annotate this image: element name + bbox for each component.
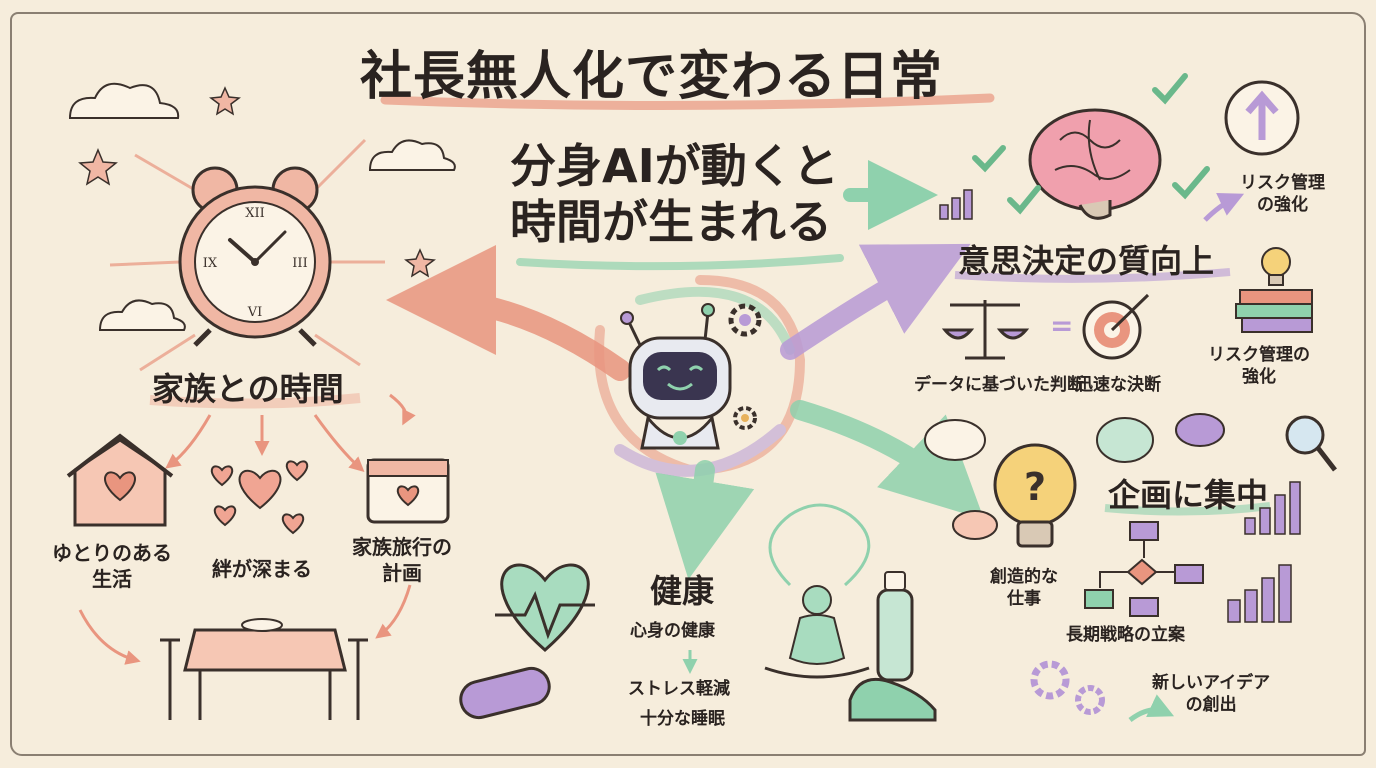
equals-sign: =	[1050, 309, 1073, 342]
star-decoration	[78, 86, 436, 278]
hero-message: 分身AIが動くと 時間が生まれる	[510, 138, 839, 250]
family-underline	[149, 393, 361, 409]
alarm-clock-icon: XII III VI IX	[109, 138, 385, 372]
gear-icon	[1030, 660, 1070, 700]
bar-chart-icon	[939, 189, 973, 220]
flowchart-icon	[1084, 521, 1204, 617]
svg-text:XII: XII	[245, 206, 265, 221]
decision-heading: 意思決定の質向上	[958, 242, 1215, 280]
svg-text:IX: IX	[203, 256, 218, 271]
svg-text:III: III	[292, 256, 307, 271]
data-judgment-label: データに基づいた判断	[914, 375, 1084, 395]
house-icon	[66, 433, 174, 527]
hearts-icon	[210, 460, 309, 535]
risk-top-label: リスク管理 の強化	[1240, 173, 1325, 215]
family-item-relaxed-life: ゆとりのある 生活	[52, 541, 172, 591]
health-sub-sleep: 十分な睡眠	[640, 709, 725, 729]
family-item-bonds: 絆が深まる	[212, 557, 312, 581]
lightbulb-icon: ?	[993, 443, 1077, 548]
planning-underline	[1104, 502, 1271, 516]
robot-icon	[620, 303, 732, 450]
bar-chart-icon	[1227, 481, 1301, 623]
arrow-to-decision	[780, 243, 971, 360]
health-sub-stress: ストレス軽減	[628, 679, 730, 699]
gear-icon	[1075, 685, 1105, 715]
gear-icon	[733, 406, 757, 430]
meditation-icon	[764, 503, 871, 679]
arrow-to-health	[655, 460, 755, 580]
up-arrow-circle-icon	[1224, 80, 1300, 156]
decision-underline	[954, 268, 1231, 283]
water-bottle-icon	[876, 571, 914, 682]
quick-decision-label: 迅速な決断	[1076, 375, 1161, 395]
planning-heading: 企画に集中	[1108, 476, 1269, 514]
hero-underline	[516, 254, 844, 271]
sneaker-icon	[848, 677, 937, 722]
hero-line-1: 分身AIが動くと	[510, 139, 839, 193]
arrow-to-family	[386, 245, 631, 381]
speech-bubble-decoration	[924, 413, 1225, 540]
books-icon	[1235, 289, 1313, 333]
page-frame	[10, 12, 1366, 756]
title-underline	[380, 93, 995, 111]
checkmark-decoration	[972, 73, 1210, 215]
new-ideas-label: 新しいアイデア の創出	[1152, 673, 1271, 715]
gear-icon	[728, 303, 762, 337]
scales-icon	[941, 300, 1030, 360]
arrow-risk	[1203, 193, 1245, 222]
yoga-mat-icon	[459, 666, 551, 720]
risk-bottom-label: リスク管理の 強化	[1208, 345, 1310, 387]
health-heading: 健康	[650, 572, 715, 610]
svg-text:?: ?	[1024, 465, 1046, 509]
dining-table-icon	[160, 618, 368, 720]
svg-text:VI: VI	[247, 305, 263, 320]
calendar-icon	[366, 458, 450, 524]
family-heading: 家族との時間	[152, 370, 344, 408]
heart-pulse-icon	[495, 563, 595, 652]
cloud-decoration	[68, 82, 456, 331]
magnifier-icon	[1285, 415, 1337, 472]
page-title: 社長無人化で変わる日常	[360, 47, 944, 107]
creative-work-label: 創造的な 仕事	[990, 567, 1058, 609]
hero-line-2: 時間が生まれる	[510, 195, 832, 249]
health-sub-mind-body: 心身の健康	[630, 621, 715, 641]
brain-icon	[1028, 108, 1162, 220]
family-item-trip: 家族旅行の 計画	[352, 535, 452, 585]
lightbulb-icon	[1261, 247, 1291, 286]
arrow-ideas	[1128, 694, 1175, 723]
target-icon	[1082, 293, 1150, 360]
arrow-to-planning	[790, 400, 985, 520]
long-term-strategy-label: 長期戦略の立案	[1066, 625, 1185, 645]
